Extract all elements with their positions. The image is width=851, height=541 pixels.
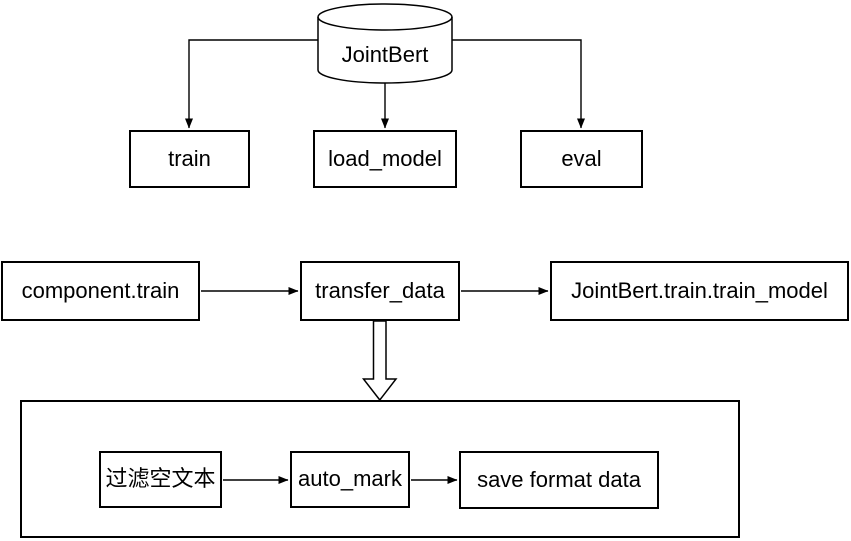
node-auto-mark: auto_mark — [290, 451, 410, 508]
node-transfer-data: transfer_data — [300, 261, 460, 321]
node-component-train: component.train — [1, 261, 200, 321]
node-jointbert: JointBert — [341, 42, 429, 67]
edge-transfer-group-block-arrow — [361, 320, 398, 402]
node-save-format-data: save format data — [459, 451, 659, 509]
node-filter-empty-text: 过滤空文本 — [99, 451, 222, 508]
pipeline-group-container — [20, 400, 740, 538]
jointbert-cylinder-shape — [317, 3, 453, 84]
node-load-model: load_model — [313, 130, 457, 188]
node-train: train — [129, 130, 250, 188]
edge-jointbert-eval — [452, 39, 585, 129]
node-eval: eval — [520, 130, 643, 188]
node-jointbert-train-train-model: JointBert.train.train_model — [550, 261, 849, 321]
edge-jointbert-train — [185, 39, 318, 129]
